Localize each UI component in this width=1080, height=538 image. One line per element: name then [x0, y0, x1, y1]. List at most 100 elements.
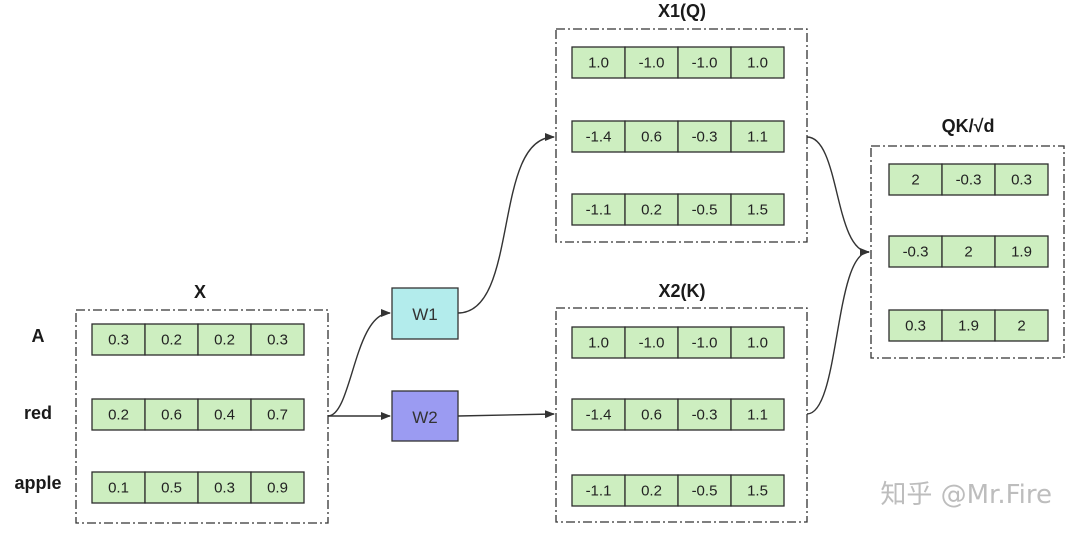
matrix-qk-cell-value: 2 — [1017, 318, 1025, 335]
matrix-x-cell-box — [250, 398, 305, 431]
matrix-x2-cell-box — [571, 326, 626, 359]
matrix-qk-cell-box — [888, 163, 943, 196]
matrix-x2-cell-box — [677, 326, 732, 359]
matrix-x-title: X — [194, 282, 206, 302]
matrix-qk-cell-box — [994, 309, 1049, 342]
matrix-x1-cell-box — [677, 46, 732, 79]
arrow-w2-to-x2 — [457, 410, 555, 419]
matrix-x1-cell-value: 1.5 — [747, 202, 768, 219]
matrix-qk-cell-box — [888, 235, 943, 268]
matrix-x1-cell-value: -1.0 — [639, 55, 665, 72]
weight-w2: W2 — [391, 390, 459, 442]
connectors — [327, 133, 870, 420]
matrix-x-cell-box — [91, 471, 146, 504]
matrix-x1-cell-box — [730, 193, 785, 226]
matrix-x2-cell-box — [624, 474, 679, 507]
matrix-x1-cell-box — [730, 120, 785, 153]
arrow-x1-to-qk — [806, 136, 870, 256]
matrix-x1-cell-box — [677, 120, 732, 153]
matrix-x2-cell-box — [624, 398, 679, 431]
matrix-x2-cell-value: -1.1 — [586, 483, 612, 500]
matrix-x2-cell-value: -1.0 — [639, 335, 665, 352]
arrow-w1-to-x1 — [457, 133, 555, 314]
matrix-qk-cell-value: 1.9 — [1011, 244, 1032, 261]
matrix-x1-cell-value: -1.4 — [586, 129, 612, 146]
matrix-qk-cell-value: -0.3 — [956, 172, 982, 189]
arrow-x-to-w1 — [327, 309, 391, 417]
matrix-x1-border — [555, 28, 808, 243]
matrix-x1-title: X1(Q) — [658, 1, 706, 21]
weight-w2-box — [391, 390, 459, 442]
matrix-qk-border — [870, 145, 1065, 359]
row-label-a: A — [32, 326, 45, 346]
matrix-x2-border — [555, 307, 808, 523]
matrix-x2-cell-box — [677, 398, 732, 431]
matrix-x2-cell-value: 1.0 — [588, 335, 609, 352]
weight-w1: W1 — [391, 287, 459, 340]
matrix-x1-cell-box — [677, 193, 732, 226]
matrix-x2-cell-box — [730, 326, 785, 359]
matrix-x2-cell-box — [730, 474, 785, 507]
matrix-x1-cell-box — [624, 46, 679, 79]
matrix-qk-title: QK/√d — [942, 116, 995, 136]
weight-w2-label: W2 — [412, 408, 438, 427]
matrix-qk-cell-box — [994, 163, 1049, 196]
matrix-x1-cell-value: -0.5 — [692, 202, 718, 219]
matrix-x2-cell-box — [571, 398, 626, 431]
watermark-text: 知乎 @Mr.Fire — [880, 480, 1052, 510]
matrix-x-cell-box — [91, 398, 146, 431]
matrix-qk-cell-value: -0.3 — [903, 244, 929, 261]
matrix-x-cell-value: 0.2 — [214, 332, 235, 349]
weight-w1-label: W1 — [412, 305, 438, 324]
matrix-qk-cell-value: 0.3 — [905, 318, 926, 335]
matrix-x1-cell-value: 1.0 — [588, 55, 609, 72]
weight-w1-box — [391, 287, 459, 340]
matrix-x-cell-box — [144, 323, 199, 356]
row-label-apple: apple — [14, 473, 61, 493]
matrix-x2-cell-box — [571, 474, 626, 507]
matrix-x-cell-value: 0.3 — [267, 332, 288, 349]
matrix-x-cell-value: 0.3 — [108, 332, 129, 349]
matrix-x1-cell-box — [571, 46, 626, 79]
matrix-x1-cell-box — [571, 193, 626, 226]
arrow-x2-to-qk — [806, 251, 870, 415]
matrix-x1-cell-value: -1.1 — [586, 202, 612, 219]
matrix-x-cell-box — [91, 323, 146, 356]
matrix-x-cell-box — [144, 398, 199, 431]
matrix-x-cell-value: 0.1 — [108, 480, 129, 497]
matrix-x1-cell-box — [624, 120, 679, 153]
matrix-x-cell-box — [144, 471, 199, 504]
matrix-qk-cell-box — [994, 235, 1049, 268]
matrix-x-cell-value: 0.3 — [214, 480, 235, 497]
matrix-x2-cell-value: -0.3 — [692, 407, 718, 424]
matrix-x2-title: X2(K) — [658, 281, 705, 301]
matrix-x2-cell-box — [624, 326, 679, 359]
matrix-x-cell-value: 0.2 — [161, 332, 182, 349]
matrix-x-cell-value: 0.5 — [161, 480, 182, 497]
matrix-x1-cell-box — [624, 193, 679, 226]
matrix-qk-cell-value: 1.9 — [958, 318, 979, 335]
matrix-x1-cell-value: 0.2 — [641, 202, 662, 219]
matrix-x2-cell-value: -1.0 — [692, 335, 718, 352]
matrix-x-cell-value: 0.7 — [267, 407, 288, 424]
matrix-x-cell-box — [197, 398, 252, 431]
matrix-x1-cell-value: -1.0 — [692, 55, 718, 72]
matrix-x-cell-value: 0.2 — [108, 407, 129, 424]
matrix-qk-cell-box — [941, 309, 996, 342]
matrix-x1-cell-box — [730, 46, 785, 79]
matrix-x1-cell-value: 0.6 — [641, 129, 662, 146]
matrix-x-cell-value: 0.9 — [267, 480, 288, 497]
matrix-x1-cell-value: 1.0 — [747, 55, 768, 72]
matrix-x2-cell-value: 0.6 — [641, 407, 662, 424]
matrix-qk-cell-value: 0.3 — [1011, 172, 1032, 189]
matrix-x2-cell-value: 1.1 — [747, 407, 768, 424]
matrix-x2-cell-value: 1.5 — [747, 483, 768, 500]
matrix-x-cell-value: 0.6 — [161, 407, 182, 424]
